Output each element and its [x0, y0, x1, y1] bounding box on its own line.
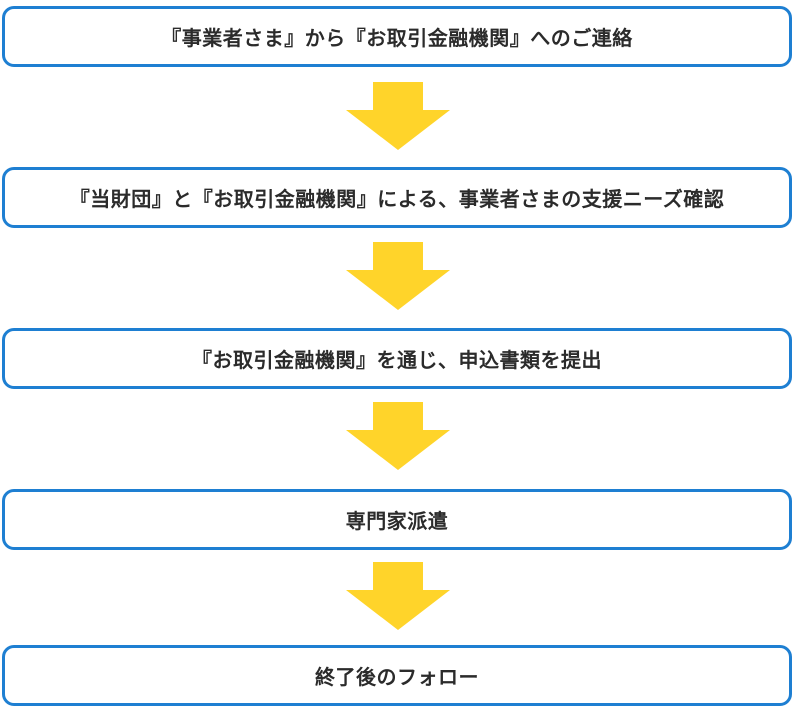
- step-label: 『お取引金融機関』を通じ、申込書類を提出: [192, 348, 602, 372]
- step-submit-application: 『お取引金融機関』を通じ、申込書類を提出: [2, 328, 792, 389]
- step-label: 専門家派遣: [345, 509, 449, 533]
- step-needs-confirmation: 『当財団』と『お取引金融機関』による、事業者さまの支援ニーズ確認: [2, 167, 792, 228]
- step-contact-bank: 『事業者さま』から『お取引金融機関』へのご連絡: [2, 6, 792, 67]
- down-arrow-icon: [346, 402, 450, 470]
- step-follow-up: 終了後のフォロー: [2, 645, 792, 706]
- step-label: 『当財団』と『お取引金融機関』による、事業者さまの支援ニーズ確認: [69, 187, 725, 211]
- down-arrow-icon: [346, 562, 450, 630]
- step-label: 『事業者さま』から『お取引金融機関』へのご連絡: [161, 26, 633, 50]
- down-arrow-icon: [346, 82, 450, 150]
- step-expert-dispatch: 専門家派遣: [2, 489, 792, 550]
- down-arrow-icon: [346, 242, 450, 310]
- step-label: 終了後のフォロー: [315, 665, 479, 689]
